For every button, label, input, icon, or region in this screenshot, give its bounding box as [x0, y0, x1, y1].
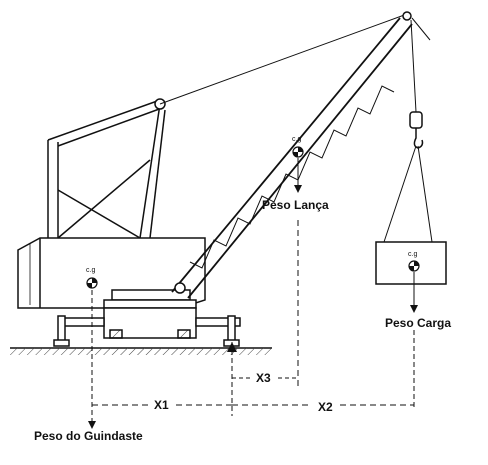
crane-body	[17, 237, 241, 347]
cg-boom-label: c.g	[292, 136, 301, 143]
cg-body-label: c.g	[86, 267, 95, 274]
cg-boom-icon	[292, 146, 304, 158]
load-weight-label: Peso Carga	[385, 316, 451, 330]
ground	[10, 347, 272, 355]
x2-label: X2	[318, 400, 333, 414]
cg-load-label: c.g	[408, 251, 417, 258]
hoist-hook	[383, 17, 433, 243]
cg-body-icon	[86, 277, 98, 289]
cg-load-icon	[408, 260, 420, 272]
lattice-boom	[171, 11, 413, 299]
x3-label: X3	[256, 371, 271, 385]
gantry-frame	[47, 98, 166, 239]
boom-weight-label: Peso Lança	[262, 198, 329, 212]
pendant-cable	[159, 13, 408, 105]
tipping-point-icon	[227, 342, 237, 352]
x1-label: X1	[154, 398, 169, 412]
crane-weight-label: Peso do Guindaste	[34, 429, 143, 443]
